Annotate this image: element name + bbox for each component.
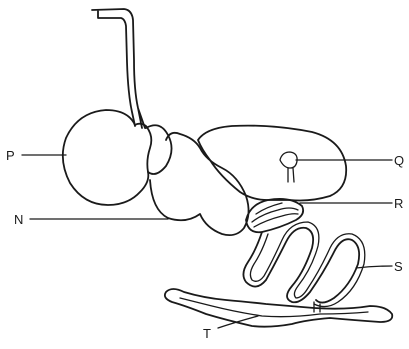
connector-s-t [314, 302, 320, 312]
label-p: P [6, 148, 15, 163]
lobe-p [63, 110, 152, 205]
lobe-q [198, 126, 346, 201]
label-r: R [394, 196, 403, 211]
tube-t [165, 289, 392, 327]
structure-r-ridges [252, 203, 298, 227]
label-t: T [203, 326, 211, 341]
label-n: N [14, 212, 23, 227]
lobe-n [150, 133, 249, 235]
label-s: S [394, 259, 403, 274]
coiled-tubule-s [243, 228, 359, 303]
label-q: Q [394, 153, 404, 168]
gland-q [280, 152, 297, 182]
leader-s [356, 266, 392, 268]
